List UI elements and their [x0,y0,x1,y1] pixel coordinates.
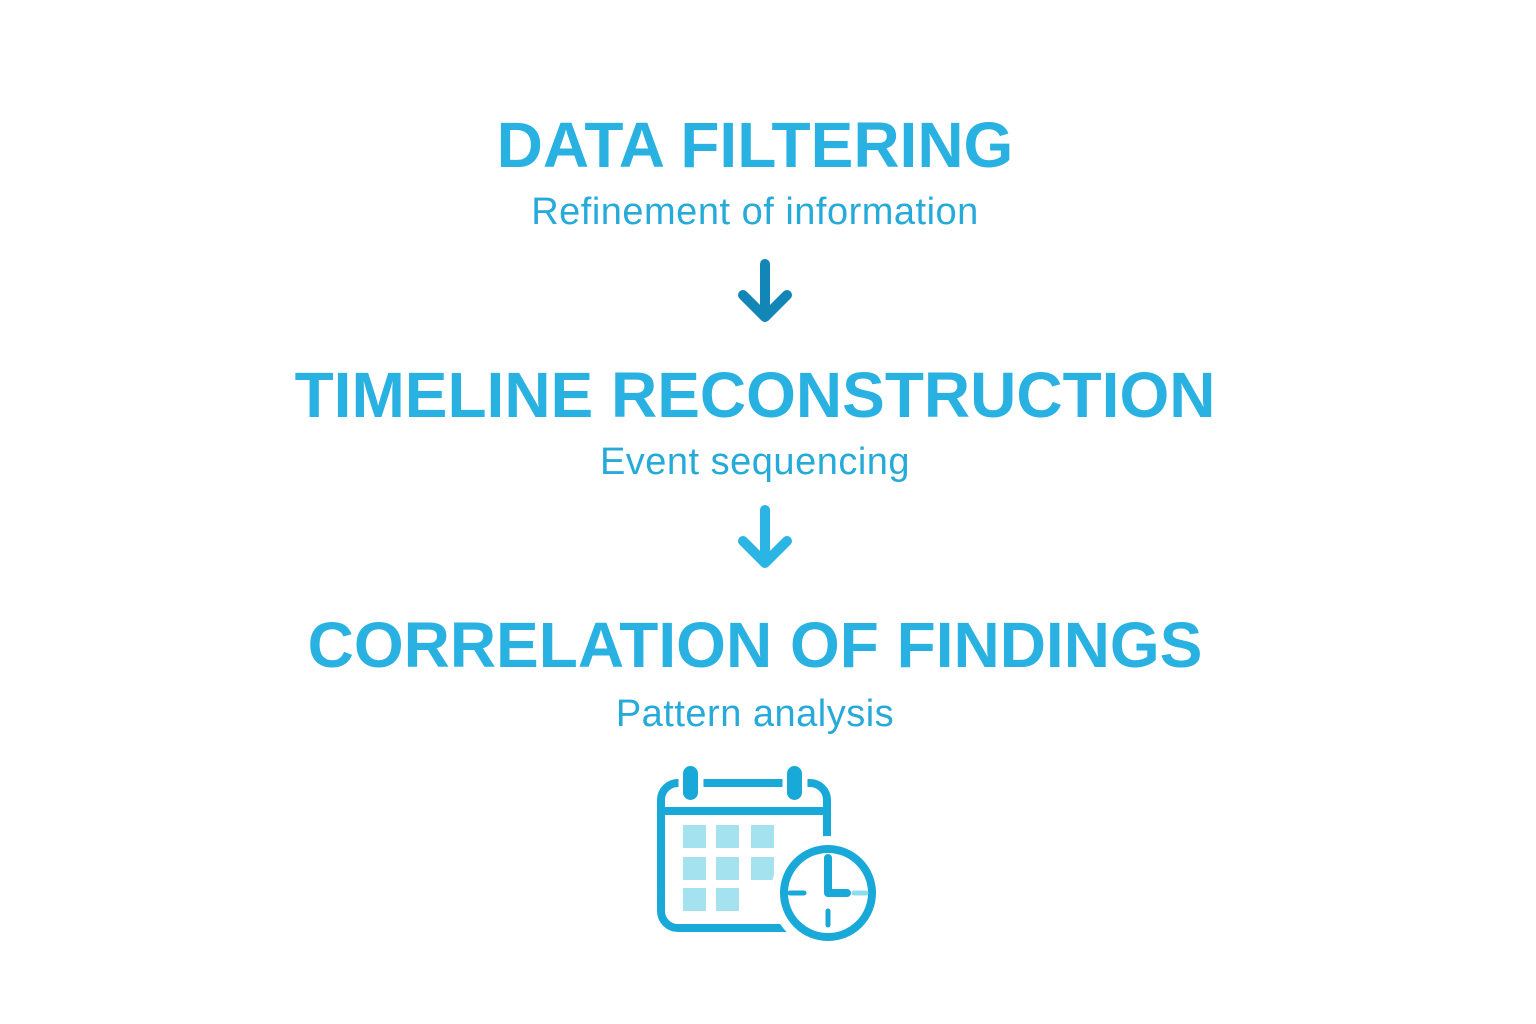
calendar-day-cell [751,857,774,880]
calendar-day-cell [683,825,706,848]
calendar-day-cell [716,857,739,880]
calendar-day-cell [716,825,739,848]
clock-hands [824,854,851,897]
down-arrow-icon [733,259,797,325]
calendar-day-cell [751,825,774,848]
calendar-day-cell [683,857,706,880]
step-title-data-filtering: DATA FILTERING [496,109,1014,181]
step-subtitle-correlation-of-findings: Pattern analysis [615,693,895,735]
step-subtitle-data-filtering: Refinement of information [531,191,979,233]
clock-face [780,845,876,941]
calendar-day-cell [716,888,739,911]
step-title-timeline-reconstruction: TIMELINE RECONSTRUCTION [294,359,1216,431]
step-subtitle-timeline-reconstruction: Event sequencing [599,441,911,483]
down-arrow-icon [733,505,797,571]
down-arrow-shape [738,259,792,322]
calendar-ring [683,766,698,800]
step-title-correlation-of-findings: CORRELATION OF FINDINGS [307,609,1203,681]
calendar-ring [787,766,802,800]
down-arrow-shape [738,505,792,568]
calendar-day-cell [683,888,706,911]
calendar-clock-icon [648,752,888,962]
